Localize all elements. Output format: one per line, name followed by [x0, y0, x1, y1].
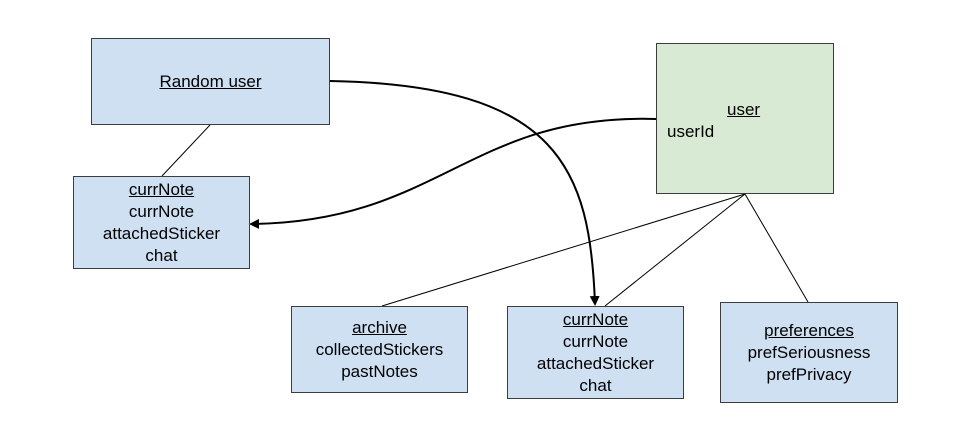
entity-field: attachedSticker: [102, 223, 221, 243]
entity-title: Random user: [159, 71, 262, 91]
entity-field: prefSeriousness: [747, 342, 871, 362]
entity-field: attachedSticker: [536, 353, 655, 373]
connector-user-to-archive: [381, 193, 746, 307]
arrow-user-to-currnote-left: [249, 117, 657, 229]
entity-curr-note-left: currNote currNote attachedSticker chat: [73, 176, 250, 269]
entity-title: user: [727, 100, 761, 119]
entity-title: currNote: [128, 179, 195, 199]
entity-field: currNote: [562, 331, 629, 351]
entity-archive: archive collectedStickers pastNotes: [291, 306, 468, 393]
connector-user-to-preferences: [744, 193, 809, 303]
entity-field: userId: [667, 122, 715, 141]
entity-title: archive: [352, 317, 407, 337]
entity-field: chat: [579, 375, 612, 395]
entity-field: prefPrivacy: [766, 364, 852, 384]
entity-field: collectedStickers: [315, 339, 444, 359]
entity-preferences: preferences prefSeriousness prefPrivacy: [720, 302, 898, 403]
arrow-random-user-to-currnote-center: [329, 80, 600, 306]
entity-curr-note-center: currNote currNote attachedSticker chat: [507, 306, 684, 399]
entity-random-user: Random user: [91, 38, 330, 125]
entity-field: currNote: [128, 201, 195, 221]
entity-title: currNote: [562, 309, 629, 329]
connector-user-to-currnote-center: [604, 193, 746, 307]
entity-title: preferences: [764, 320, 854, 340]
connector-random-user-to-currnote: [161, 124, 211, 177]
entity-user: user userId: [656, 43, 834, 194]
entity-field: pastNotes: [341, 361, 418, 381]
entity-field: chat: [145, 245, 178, 265]
